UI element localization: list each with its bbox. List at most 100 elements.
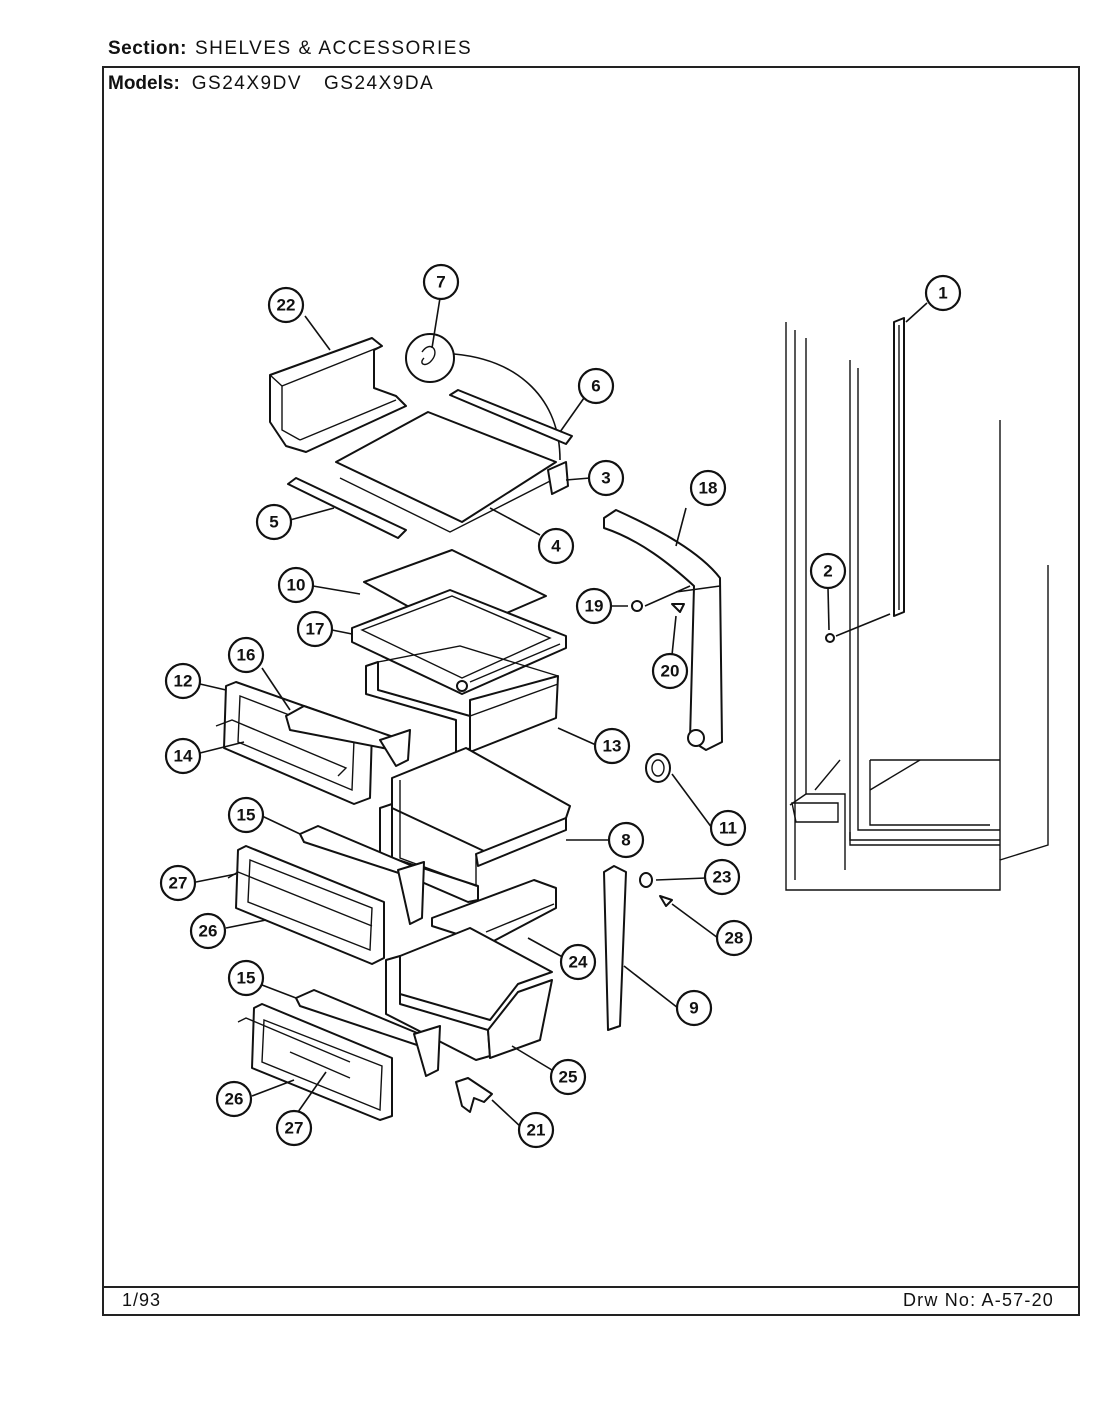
callout-26-lower: 26 <box>215 1080 253 1118</box>
svg-text:24: 24 <box>569 953 588 972</box>
cabinet-drawing <box>785 322 1049 891</box>
section-label: Section: <box>108 38 187 59</box>
part-bin-22 <box>269 337 407 453</box>
svg-text:21: 21 <box>527 1121 546 1140</box>
svg-text:26: 26 <box>225 1090 244 1109</box>
part-frame-17 <box>351 589 567 695</box>
callout-5: 5 <box>255 503 293 541</box>
part-clip-21 <box>455 1077 493 1113</box>
svg-text:15: 15 <box>237 969 256 988</box>
part-bracket-9 <box>603 865 627 1031</box>
svg-text:6: 6 <box>591 377 600 396</box>
frame-left-border <box>102 66 104 1316</box>
models-heading: Models: GS24X9DV GS24X9DA <box>108 73 434 95</box>
svg-text:28: 28 <box>725 929 744 948</box>
footer-drawing-number: Drw No: A-57-20 <box>902 1290 1054 1310</box>
svg-text:16: 16 <box>237 646 256 665</box>
callout-22: 22 <box>267 286 305 324</box>
callout-4: 4 <box>537 527 575 565</box>
callout-23: 23 <box>703 858 741 896</box>
part-trim-6 <box>449 389 573 445</box>
svg-text:7: 7 <box>436 273 445 292</box>
svg-text:23: 23 <box>713 868 732 887</box>
svg-text:20: 20 <box>661 662 680 681</box>
part-drawer-front-26-upper <box>227 845 385 965</box>
part-grommet-11 <box>645 753 671 783</box>
svg-text:13: 13 <box>603 737 622 756</box>
footer-rule <box>102 1286 1080 1288</box>
callout-18: 18 <box>689 469 727 507</box>
callout-19: 19 <box>575 587 613 625</box>
callout-12: 12 <box>164 662 202 700</box>
svg-text:10: 10 <box>287 576 306 595</box>
callout-20: 20 <box>651 652 689 690</box>
part-nut-23 <box>639 872 653 888</box>
svg-text:2: 2 <box>823 562 832 581</box>
part-trim-5 <box>287 477 407 539</box>
svg-text:11: 11 <box>719 819 737 838</box>
svg-text:22: 22 <box>277 296 296 315</box>
callout-15-upper: 15 <box>227 796 265 834</box>
part-rail-1 <box>893 317 905 617</box>
frame-top-border <box>102 66 1080 68</box>
part-frame-24 <box>431 879 557 945</box>
callout-25: 25 <box>549 1058 587 1096</box>
frame-right-border <box>1078 66 1080 1316</box>
callout-14: 14 <box>164 737 202 775</box>
callout-3: 3 <box>587 459 625 497</box>
model-1: GS24X9DV <box>191 73 303 94</box>
callout-2: 2 <box>809 552 847 590</box>
svg-text:27: 27 <box>285 1119 304 1138</box>
svg-text:15: 15 <box>237 806 256 825</box>
svg-text:14: 14 <box>174 747 193 766</box>
svg-text:26: 26 <box>199 922 218 941</box>
part-crisper-13 <box>365 645 559 753</box>
part-shelf-4 <box>335 411 569 533</box>
svg-text:27: 27 <box>169 874 188 893</box>
callout-9: 9 <box>675 989 713 1027</box>
callout-17: 17 <box>296 610 334 648</box>
part-screw-20 <box>644 585 691 613</box>
part-drawer-front-26-lower <box>237 1003 393 1121</box>
part-screw-28 <box>659 895 673 907</box>
section-value: SHELVES & ACCESSORIES <box>194 38 473 59</box>
callout-21: 21 <box>517 1111 555 1149</box>
svg-text:5: 5 <box>269 513 278 532</box>
callout-11: 11 <box>709 809 747 847</box>
callout-1: 1 <box>924 274 962 312</box>
callout-27-lower: 27 <box>275 1109 313 1147</box>
footer-date: 1/93 <box>122 1290 162 1310</box>
callout-8: 8 <box>607 821 645 859</box>
svg-text:1: 1 <box>938 284 947 303</box>
svg-text:9: 9 <box>689 999 698 1018</box>
svg-text:8: 8 <box>621 831 630 850</box>
model-2: GS24X9DA <box>324 73 435 94</box>
svg-text:25: 25 <box>559 1068 578 1087</box>
part-cover-16 <box>285 705 411 767</box>
part-screw-2 <box>825 613 891 643</box>
part-tube-18 <box>603 509 723 751</box>
footer-bottom-border <box>102 1314 1080 1316</box>
callout-6: 6 <box>577 367 615 405</box>
callout-13: 13 <box>593 727 631 765</box>
part-clip-7 <box>405 333 561 461</box>
part-bin-25 <box>385 927 553 1061</box>
svg-text:4: 4 <box>551 537 561 556</box>
part-bin-8 <box>379 747 571 903</box>
callout-28: 28 <box>715 919 753 957</box>
svg-text:3: 3 <box>601 469 610 488</box>
callout-16: 16 <box>227 636 265 674</box>
part-cap-19 <box>631 600 643 612</box>
callout-7: 7 <box>422 263 460 301</box>
callout-26-upper: 26 <box>189 912 227 950</box>
callout-10: 10 <box>277 566 315 604</box>
svg-text:19: 19 <box>585 597 604 616</box>
callout-15-lower: 15 <box>227 959 265 997</box>
part-cover-15-lower <box>295 989 441 1077</box>
callout-27-upper: 27 <box>159 864 197 902</box>
svg-text:17: 17 <box>306 620 325 639</box>
svg-text:18: 18 <box>699 479 718 498</box>
svg-text:12: 12 <box>174 672 193 691</box>
models-label: Models: <box>108 73 180 94</box>
